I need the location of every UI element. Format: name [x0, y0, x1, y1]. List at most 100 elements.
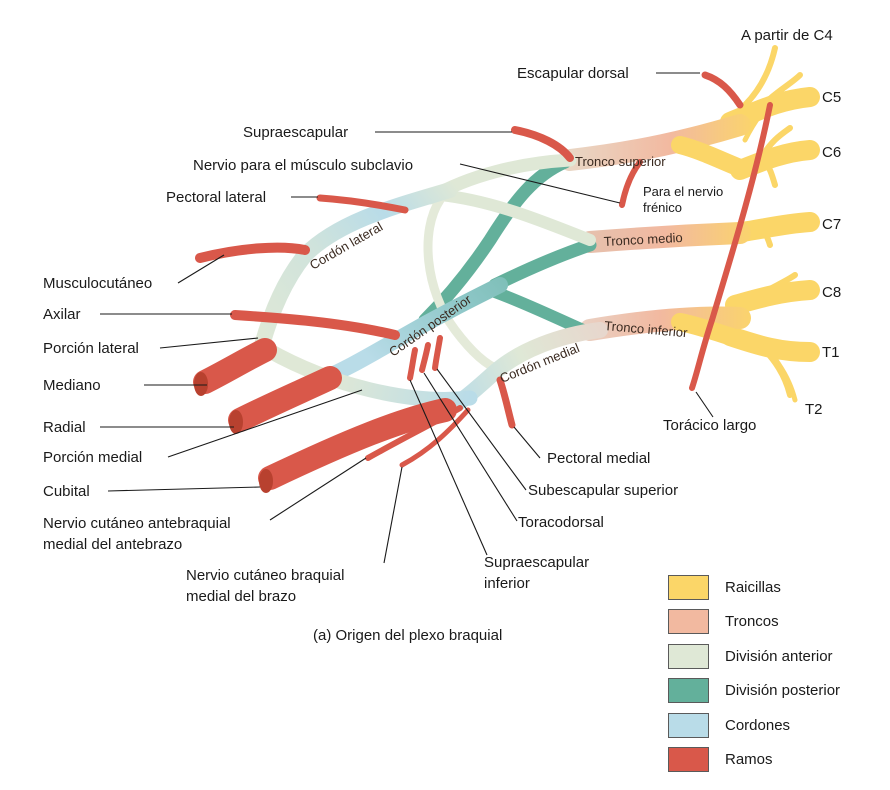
- branch-ulnar: [258, 398, 457, 490]
- label-porcion-medial: Porción medial: [43, 449, 142, 466]
- label-mediano: Mediano: [43, 377, 101, 394]
- branch-median: [193, 338, 277, 394]
- label-pectoral-medial: Pectoral medial: [547, 450, 650, 467]
- leader-braquial: [383, 466, 403, 564]
- branch-musculocutaneous: [195, 242, 310, 263]
- root-label-c4: A partir de C4: [741, 27, 833, 44]
- label-escapular-dorsal: Escapular dorsal: [517, 65, 629, 82]
- legend: Raicillas Troncos División anterior Divi…: [668, 570, 883, 777]
- branch-dorsal-scapular: [701, 71, 744, 109]
- root-label-c8: C8: [822, 284, 841, 301]
- root-label-t1: T1: [822, 344, 840, 361]
- rootlet-c5a: [757, 72, 803, 113]
- legend-item-troncos: Troncos: [668, 605, 883, 640]
- branch-pectoral-lateral: [316, 194, 409, 214]
- leader-subescapular-superior: [436, 368, 527, 491]
- label-subescapular-superior: Subescapular superior: [528, 482, 678, 499]
- legend-swatch-ramos: [668, 747, 709, 773]
- legend-item-cordones: Cordones: [668, 708, 883, 743]
- rootlet-c4: [742, 45, 778, 108]
- label-cordon-posterior: Cordón posterior: [386, 291, 474, 359]
- leader-musculocutaneo: [177, 254, 225, 284]
- label-pectoral-lateral: Pectoral lateral: [166, 189, 266, 206]
- posterior-division-middle: [488, 238, 597, 292]
- label-porcion-lateral: Porción lateral: [43, 340, 139, 357]
- legend-label-cordones: Cordones: [725, 716, 791, 734]
- branch-cutaneous-antebrachial: [365, 405, 463, 461]
- branch-subscapular-sup: [432, 335, 443, 371]
- legend-label-division-anterior: División anterior: [725, 647, 833, 665]
- leader-toracodorsal: [423, 372, 518, 522]
- root-label-c5: C5: [822, 89, 841, 106]
- branch-radial: [228, 366, 342, 432]
- legend-label-troncos: Troncos: [725, 613, 779, 631]
- figure-caption: (a) Origen del plexo braquial: [313, 627, 502, 644]
- ulnar-end: [259, 469, 273, 493]
- label-toracico-largo: Torácico largo: [663, 417, 756, 434]
- label-braquial-1: Nervio cutáneo braquial: [186, 567, 344, 584]
- legend-label-ramos: Ramos: [725, 751, 773, 769]
- leader-lines: [100, 72, 714, 564]
- radial-end: [229, 410, 243, 434]
- label-tronco-inferior: Tronco inferior: [604, 318, 689, 340]
- label-subclavio: Nervio para el músculo subclavio: [193, 157, 413, 174]
- trunk-middle: [579, 222, 751, 253]
- trunk-superior: [559, 114, 751, 171]
- label-tronco-superior: Tronco superior: [575, 154, 666, 169]
- label-frenico-1: Para el nervio: [643, 184, 723, 199]
- rootlet-c7a: [757, 223, 773, 248]
- root-label-c7: C7: [822, 216, 841, 233]
- rootlet-extra: [742, 112, 763, 143]
- legend-swatch-cordones: [668, 712, 709, 738]
- ramos-group: [193, 71, 773, 490]
- legend-item-raicillas: Raicillas: [668, 570, 883, 605]
- rootlet-t2: [767, 349, 798, 403]
- root-c6: [730, 140, 820, 180]
- label-axilar: Axilar: [43, 306, 81, 323]
- legend-label-raicillas: Raicillas: [725, 578, 781, 596]
- legend-swatch-division-anterior: [668, 643, 709, 669]
- label-tronco-medio: Tronco medio: [603, 230, 683, 249]
- anterior-division-middle: [434, 189, 596, 246]
- legend-label-division-posterior: División posterior: [725, 682, 841, 700]
- rootlet-c8a: [757, 272, 798, 298]
- label-antebraquial-1: Nervio cutáneo antebraquial: [43, 515, 231, 532]
- label-supraescapular: Supraescapular: [243, 124, 348, 141]
- branch-cutaneous-brachial: [399, 407, 471, 468]
- leader-supraescapular-inferior: [409, 379, 488, 556]
- branch-thoracodorsal: [419, 342, 431, 373]
- branch-long-thoracic: [689, 102, 773, 391]
- root-c8: [725, 280, 820, 315]
- label-supraescapular-inf-1: Supraescapular: [484, 554, 589, 571]
- legend-swatch-raicillas: [668, 574, 709, 600]
- legend-swatch-troncos: [668, 609, 709, 635]
- root-label-c6: C6: [822, 144, 841, 161]
- label-toracodorsal: Toracodorsal: [518, 514, 604, 531]
- leader-toracico-largo: [695, 391, 714, 418]
- label-braquial-2: medial del brazo: [186, 588, 296, 605]
- branch-pectoral-medial: [496, 376, 516, 429]
- label-cubital: Cubital: [43, 483, 90, 500]
- branch-subclavian: [619, 159, 643, 208]
- legend-item-division-anterior: División anterior: [668, 639, 883, 674]
- leader-pectoral-medial: [513, 426, 541, 459]
- leader-cubital: [107, 486, 261, 492]
- leader-porcion-medial: [167, 389, 363, 458]
- rootlet-c6a: [757, 125, 793, 163]
- branch-subscapular-inf: [407, 347, 418, 381]
- median-end: [194, 372, 208, 396]
- trunk-c5-c6-join: [671, 136, 749, 177]
- legend-item-ramos: Ramos: [668, 743, 883, 778]
- leader-antebraquial: [269, 457, 367, 521]
- legend-item-division-posterior: División posterior: [668, 674, 883, 709]
- label-frenico-2: frénico: [643, 200, 682, 215]
- label-musculocutaneo: Musculocutáneo: [43, 275, 152, 292]
- legend-swatch-division-posterior: [668, 678, 709, 704]
- branch-axillary: [230, 310, 400, 340]
- cord-posterior: [312, 277, 508, 388]
- leader-subclavio: [459, 163, 621, 204]
- posterior-division-superior: [418, 155, 572, 327]
- root-label-t2: T2: [805, 401, 823, 418]
- branch-suprascapular: [511, 126, 574, 162]
